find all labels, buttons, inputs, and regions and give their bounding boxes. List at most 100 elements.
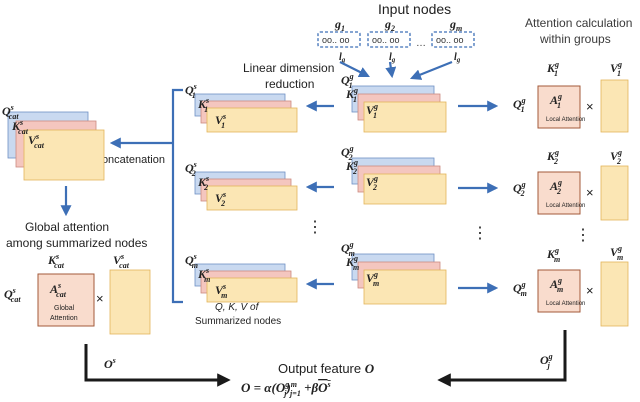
v-matrix — [206, 277, 298, 303]
attention-matrix — [37, 273, 95, 327]
v-matrix — [363, 101, 447, 133]
input-arrow — [409, 60, 453, 80]
v-matrix — [206, 185, 298, 211]
v-matrix — [23, 129, 105, 181]
attn-calc-line2: within groups — [539, 32, 611, 46]
os-arrow — [84, 344, 231, 387]
vertical-ellipsis: ⋮ — [472, 225, 488, 242]
global-caption-line1: Global — [54, 305, 75, 312]
attn-calc-line1: Attention calculation — [525, 16, 632, 30]
v-matrix — [600, 79, 629, 133]
input-nodes-title: Input nodes — [378, 1, 451, 17]
group-box — [431, 31, 475, 48]
input-group-gm: gm oo.. oo lg — [431, 17, 475, 64]
group-size-label: lg — [389, 52, 396, 64]
vertical-ellipsis: ⋮ — [307, 219, 323, 236]
linear-line2: reduction — [265, 77, 314, 91]
group-label-g2: g2 — [384, 17, 395, 33]
group-size-label: lg — [339, 52, 346, 64]
input-group-g2: g2 oo.. oo lg — [367, 17, 411, 64]
concat-bracket — [171, 88, 183, 304]
attention-matrix — [537, 269, 581, 313]
v-matrix — [206, 107, 298, 133]
times-sign: × — [586, 283, 594, 298]
group-ellipsis: … — [416, 38, 426, 49]
node-dots: oo.. oo — [322, 35, 350, 45]
input-arrow — [385, 61, 397, 79]
node-dots: oo.. oo — [372, 35, 400, 45]
group-size-label: lg — [454, 52, 461, 64]
os-label: Os — [104, 356, 116, 371]
group-label-gm: gm — [449, 17, 462, 33]
v-matrix — [109, 269, 151, 335]
vertical-ellipsis: ⋮ — [575, 227, 591, 244]
summarized-caption-line1: Q, K, V of — [215, 302, 260, 313]
ojg-arrow — [437, 330, 567, 387]
local-attention-caption: Local Attention — [546, 301, 585, 307]
global-line2: among summarized nodes — [6, 236, 147, 250]
linear-line1: Linear dimension — [243, 61, 334, 75]
attention-matrix — [537, 85, 581, 129]
times-sign: × — [96, 291, 104, 306]
input-group-g1: g1 oo.. oo lg — [317, 17, 361, 64]
input-arrow — [339, 61, 370, 77]
group-box — [317, 31, 361, 48]
group-box — [367, 31, 411, 48]
local-attention-caption: Local Attention — [546, 117, 585, 123]
global-caption-line2: Attention — [50, 315, 78, 322]
times-sign: × — [586, 185, 594, 200]
v-matrix — [600, 261, 629, 327]
global-line1: Global attention — [25, 220, 109, 234]
summarized-caption-line2: Summarized nodes — [195, 316, 281, 327]
v-matrix — [600, 165, 629, 221]
attention-matrix — [537, 171, 581, 215]
v-matrix — [363, 173, 447, 205]
group-label-g1: g1 — [334, 17, 345, 33]
